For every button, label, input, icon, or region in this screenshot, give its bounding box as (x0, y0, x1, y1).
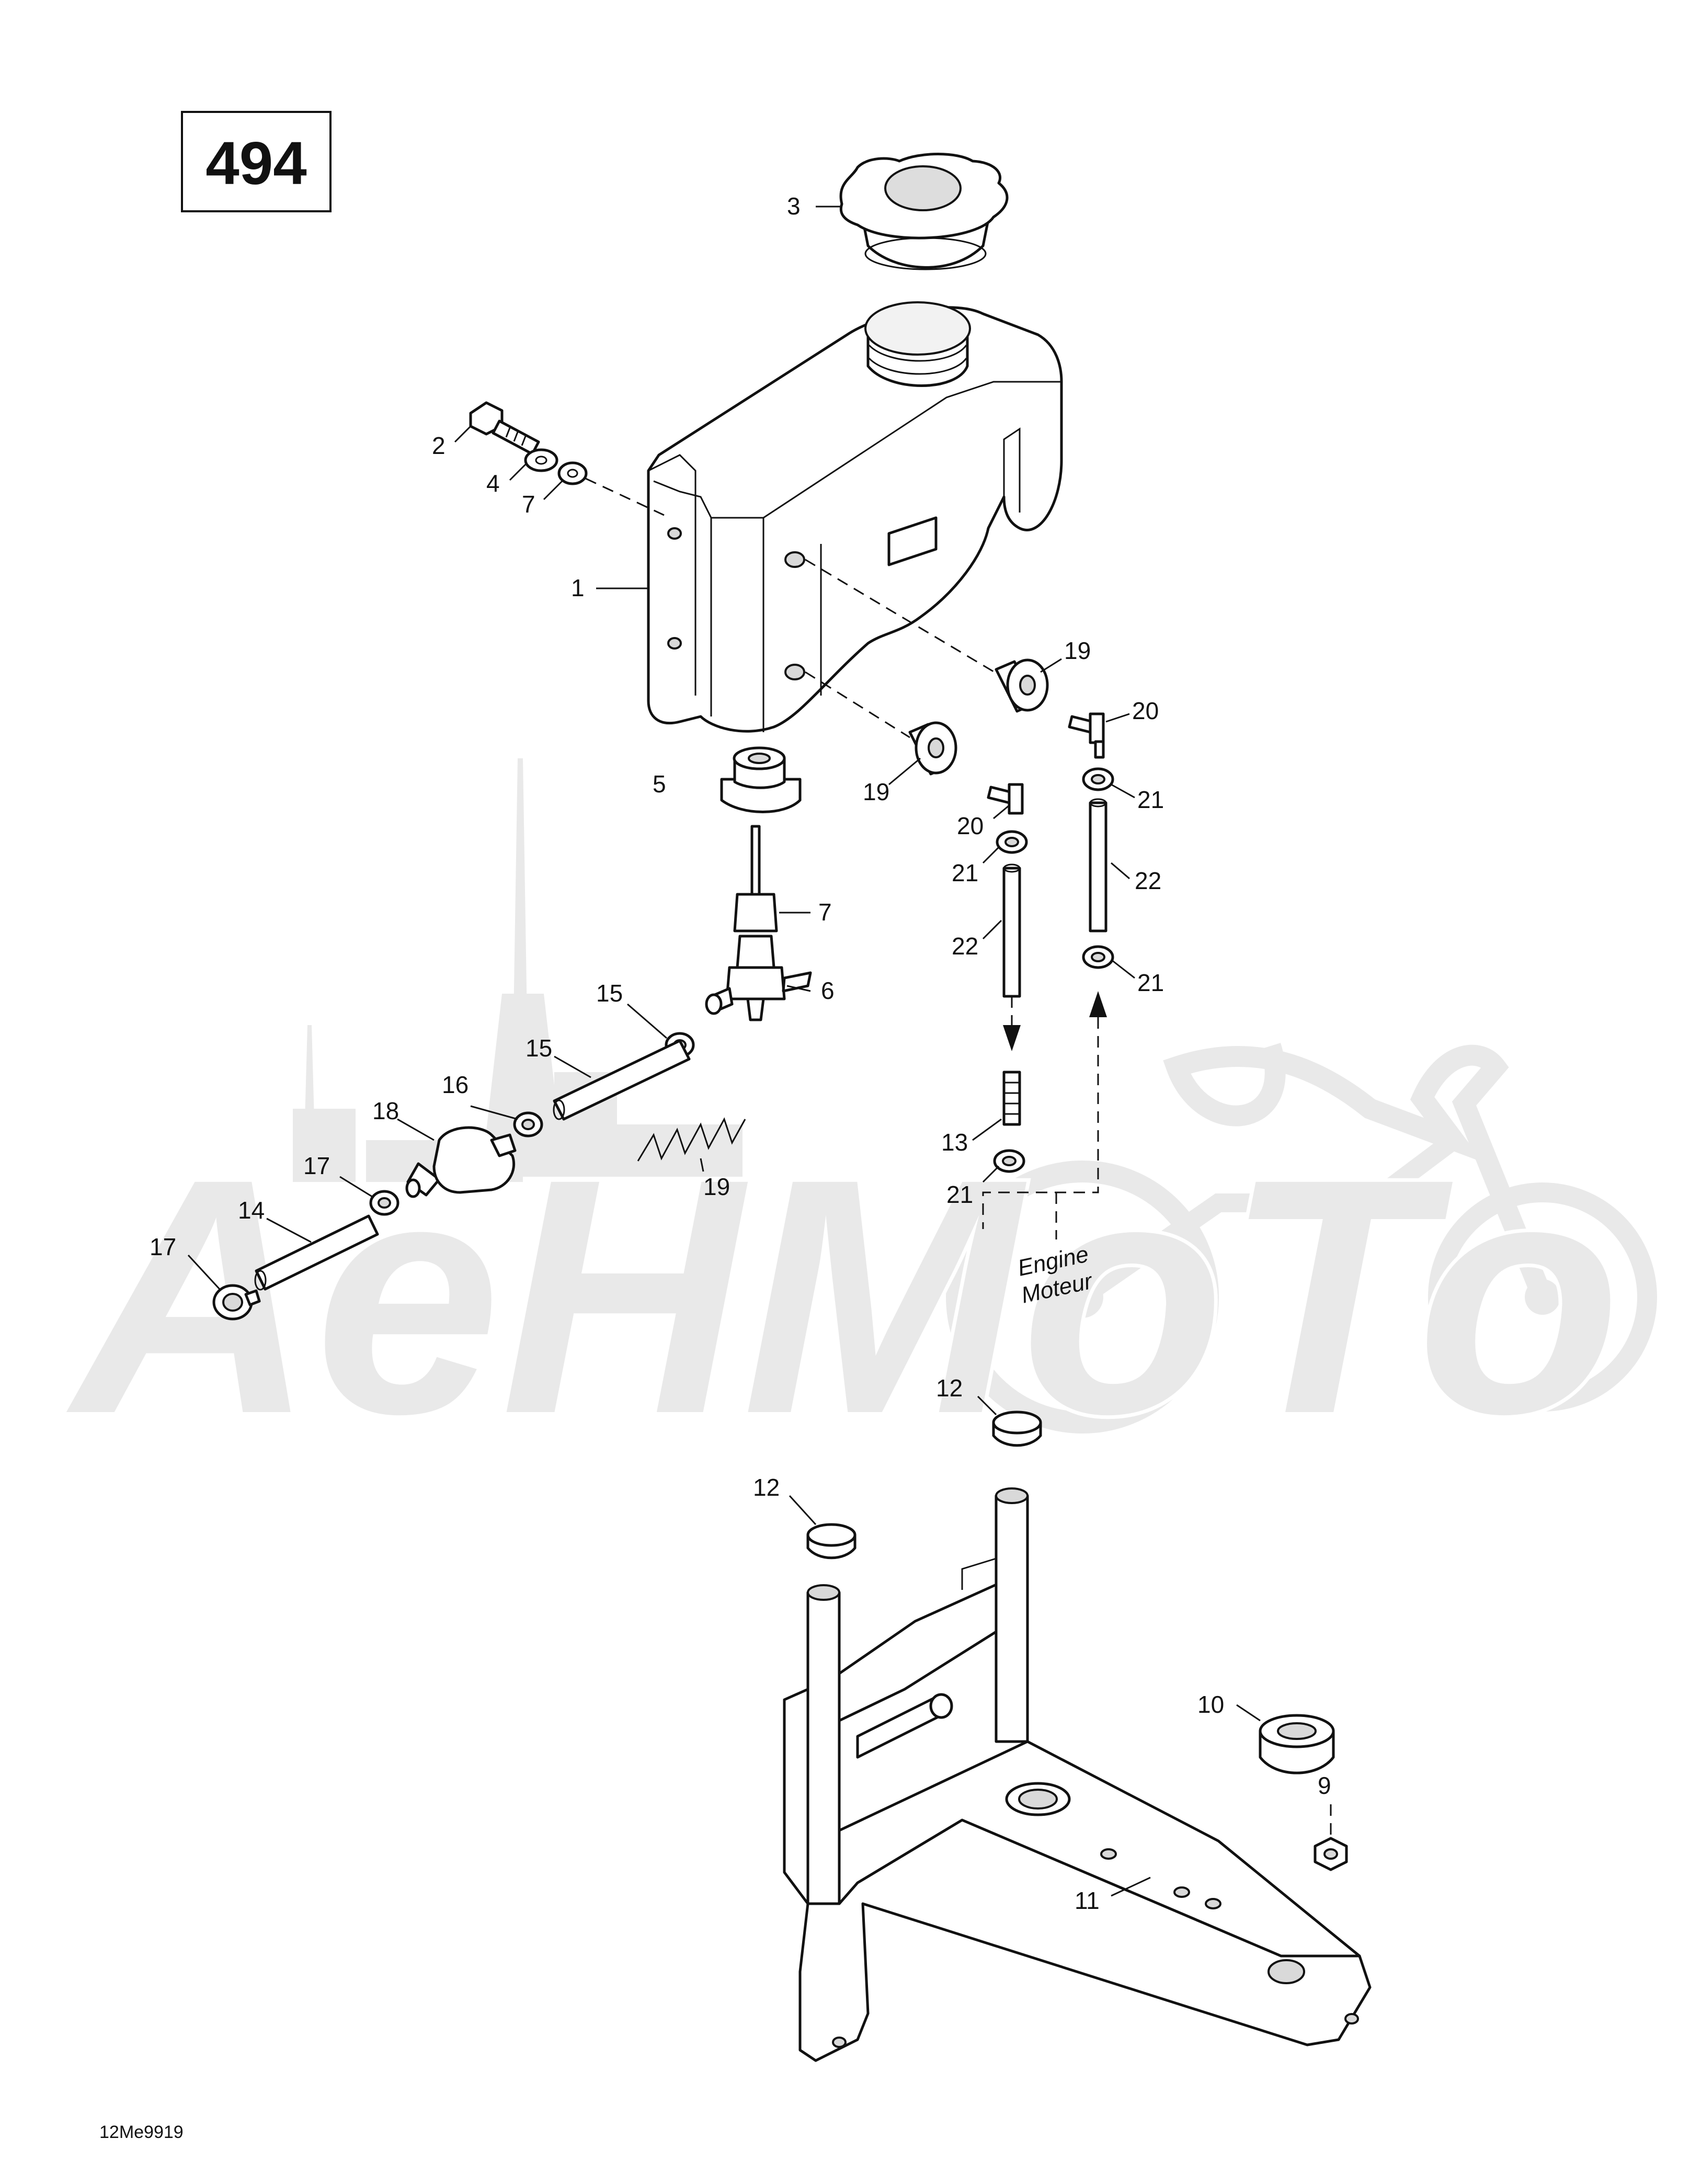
callout-19-lower: 19 (863, 778, 889, 805)
flow-arrows (982, 991, 1107, 1239)
callout-5: 5 (653, 770, 666, 798)
part-valve-6 (705, 935, 812, 1021)
part-filler-cap (839, 153, 1009, 270)
part-clamp-21-d (993, 1149, 1025, 1173)
watermark-motorcycle (946, 1043, 1657, 1434)
callout-22-right: 22 (1135, 867, 1161, 894)
part-clamp-21-a (1082, 767, 1114, 791)
part-hose-14-upper (553, 1039, 691, 1121)
part-washer-4 (524, 448, 558, 472)
part-pickup-7 (733, 825, 778, 932)
callout-22-left: 22 (952, 932, 978, 960)
part-grommet-5 (720, 746, 802, 813)
part-grommet-10 (1259, 1714, 1335, 1774)
part-filter-13 (1002, 1071, 1021, 1126)
part-grommet-19-lower (908, 721, 957, 776)
part-nut-9 (1314, 1837, 1348, 1871)
callout-19-upper: 19 (1064, 637, 1091, 664)
callout-21-a: 21 (1137, 786, 1164, 813)
part-hose-22-left (1002, 863, 1021, 998)
callout-6: 6 (821, 977, 835, 1004)
callout-16: 17 (150, 1233, 176, 1260)
part-elbow-20-upper (1068, 712, 1105, 759)
callout-3: 3 (787, 192, 801, 220)
part-hose-22-right (1089, 798, 1107, 932)
callout-9: 9 (1318, 1772, 1331, 1799)
watermark-skyline (293, 758, 743, 1182)
callout-labels: 3 2 4 7 1 19 20 5 19 21 20 21 22 7 22 21… (150, 192, 1331, 1914)
callout-15-a: 15 (596, 980, 623, 1007)
part-bolt (469, 401, 540, 456)
callout-13: 13 (941, 1129, 968, 1156)
diagram-number: 494 (205, 129, 307, 197)
part-clamp-15-c (369, 1190, 399, 1216)
part-clamp-21-c (1082, 945, 1114, 969)
part-elbow-20-lower (987, 783, 1024, 815)
callout-20-upper: 20 (1132, 697, 1159, 724)
callout-18: 19 (703, 1173, 730, 1200)
part-clamp-15-b (513, 1111, 543, 1138)
part-clamp-21-b (996, 830, 1028, 854)
callout-2: 2 (432, 432, 446, 459)
callout-15-b: 16 (442, 1071, 469, 1098)
callout-20-lower: 20 (957, 812, 984, 839)
callout-21-c: 21 (1137, 969, 1164, 996)
drawing-code: 12Me9919 (99, 2122, 184, 2142)
callout-14-lower: 14 (238, 1197, 265, 1224)
callout-7: 7 (818, 898, 832, 926)
callout-1: 1 (571, 574, 585, 601)
callout-14-upper: 15 (526, 1034, 552, 1062)
part-spring-18 (637, 1117, 746, 1162)
callout-11: 11 (1075, 1887, 1100, 1914)
part-cap-12-b (806, 1523, 857, 1560)
part-oil-tank (647, 301, 1063, 733)
callout-21-d: 21 (946, 1181, 973, 1208)
callout-10: 10 (1197, 1691, 1224, 1718)
callout-4: 4 (486, 470, 500, 497)
callout-12-a: 12 (936, 1374, 963, 1402)
callout-15-c: 17 (303, 1152, 330, 1179)
callout-17: 18 (372, 1097, 399, 1124)
part-clamp-16 (212, 1284, 261, 1321)
part-bracket-11 (783, 1487, 1372, 2062)
callout-8: 7 (522, 491, 535, 518)
part-cap-12-a (992, 1410, 1042, 1447)
part-hose-14-lower (254, 1214, 379, 1291)
watermark-text: AeHMoTo (63, 1109, 1621, 1483)
part-grommet-19-upper (995, 658, 1049, 713)
diagram-number-box: 494 (181, 111, 332, 212)
watermark: AeHMoTo (59, 758, 1657, 1487)
part-filter-17 (405, 1126, 517, 1198)
leader-lines (187, 206, 1332, 1897)
part-washer-8 (557, 461, 588, 485)
callout-21-b: 21 (952, 859, 978, 886)
callout-12-b: 12 (753, 1474, 780, 1501)
